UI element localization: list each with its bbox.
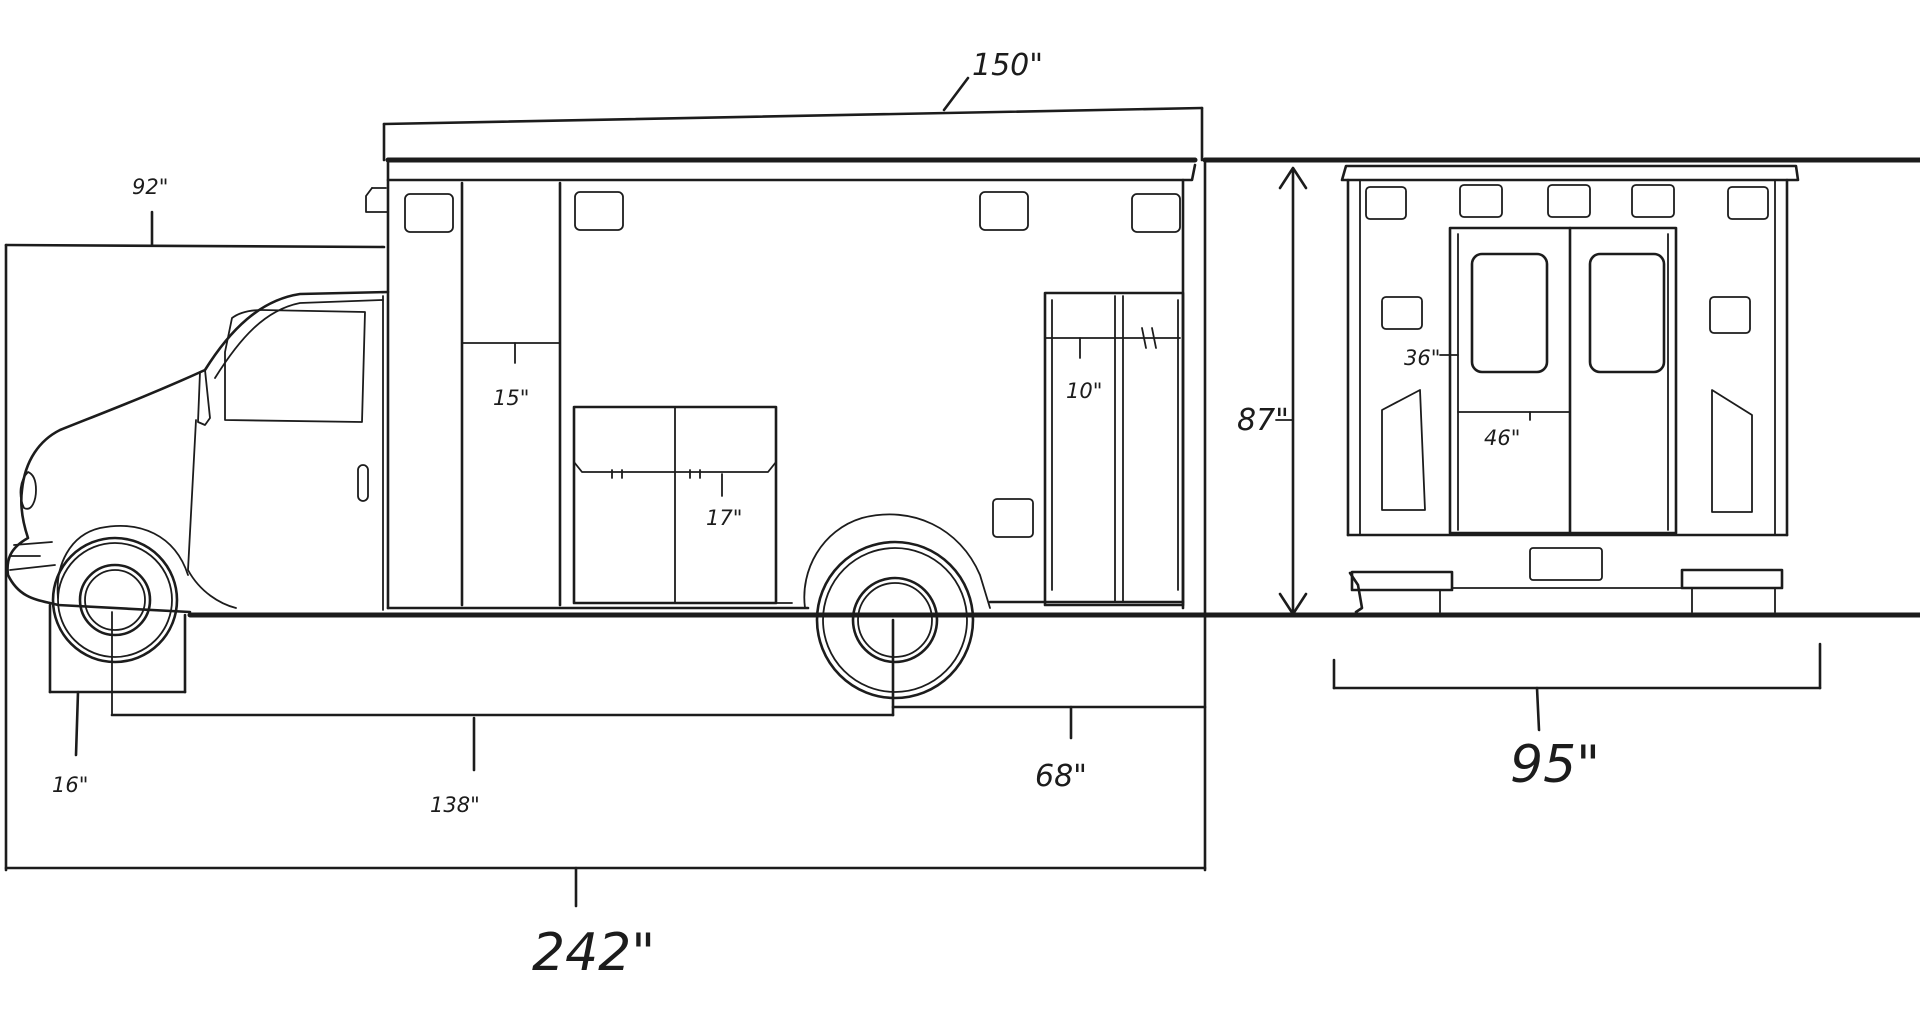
label-door-width: 46" [1484,426,1520,450]
ambulance-rear-view [1275,164,1822,732]
label-wheelbase: 138" [430,793,480,817]
dimension-lines-rear [1275,166,1822,732]
rear-top-lights [1365,184,1769,220]
label-overall-width: 95" [1510,735,1600,795]
rear-side-lights [1381,296,1753,513]
ambulance-side-view [4,76,1207,908]
label-cabinet-width: 15" [493,386,529,410]
marker-lights [404,191,1181,538]
rear-wheel [803,513,991,700]
label-body-height: 87" [1237,403,1289,438]
label-cab-height: 92" [132,175,168,199]
side-cabinet [460,181,562,607]
rear-side-door [1043,291,1185,607]
rear-doors [1439,226,1678,535]
rear-body [1340,164,1800,537]
rear-bumper [1348,547,1784,614]
label-compartment-width: 17" [706,506,742,530]
box-roof [365,157,1198,213]
label-door-window-width: 36" [1404,346,1440,370]
label-tire-width: 16" [52,773,88,797]
label-rear-compartment-width: 10" [1066,379,1102,403]
cab [6,290,390,614]
dimension-lines-side [4,76,1207,908]
side-compartment [572,405,793,605]
label-rear-overhang: 68" [1035,759,1087,794]
label-box-length: 150" [972,48,1043,83]
dimension-labels: 150" 92" 16" 138" 68" 242" 15" 17" 10" 8… [52,48,1600,983]
front-wheel [51,525,189,716]
label-overall-length: 242" [532,923,655,983]
ground-lines [187,157,1920,618]
